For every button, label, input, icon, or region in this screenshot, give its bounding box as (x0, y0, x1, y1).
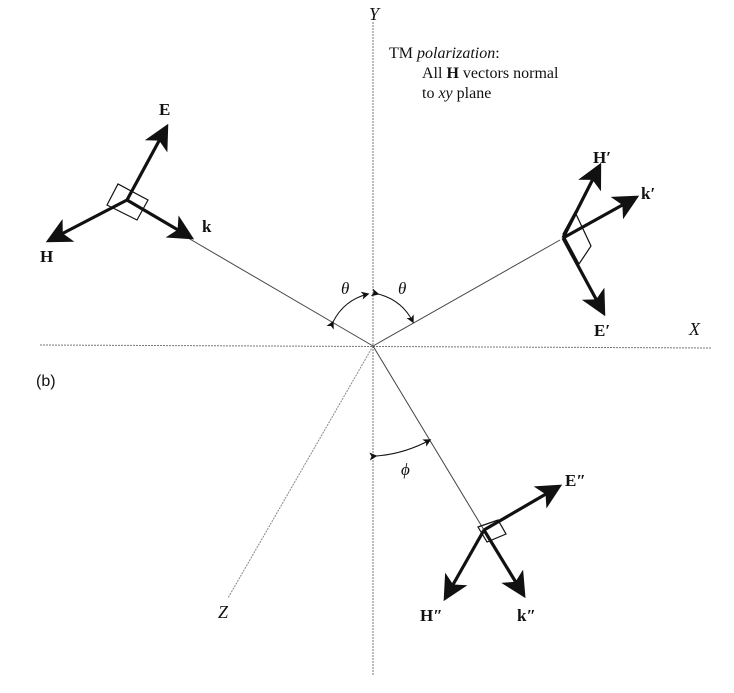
incident-k-label: k (202, 217, 212, 236)
caption-line-2-suffix: vectors normal (458, 65, 559, 82)
reflected-k-label: k′ (641, 184, 655, 203)
caption-line-2-prefix: All (422, 65, 447, 82)
transmitted-vector-group (443, 484, 563, 602)
incident-e-arrow (125, 123, 169, 201)
phi-label: ϕ (401, 460, 410, 479)
theta-right-arc (370, 288, 414, 324)
transmitted-ray-line (372, 345, 485, 531)
z-axis-line (227, 345, 374, 599)
incident-h-arrow (45, 198, 128, 243)
theta-left-label: θ (341, 279, 349, 298)
caption-line-3: to xy plane (422, 85, 491, 103)
transmitted-k-arrow (482, 529, 526, 599)
caption-line-1-italic: polarization (417, 45, 496, 62)
incident-k-arrow (126, 198, 195, 240)
theta-right-label: θ (398, 279, 406, 298)
incident-e-label: E (159, 100, 170, 119)
caption-line-1-suffix: : (495, 45, 500, 62)
transmitted-k-label: k″ (517, 606, 536, 625)
theta-left-arc (326, 291, 370, 330)
reflected-e-arrow (561, 237, 606, 317)
transmitted-plane-square (477, 519, 507, 543)
reflected-plane-square (562, 210, 592, 266)
caption-line-3-suffix: plane (452, 85, 492, 102)
x-axis-line (39, 344, 713, 349)
caption-line-3-prefix: to (422, 85, 439, 102)
incident-h-label: H (40, 247, 53, 266)
transmitted-e-label: E″ (565, 471, 586, 490)
incident-plane-square (106, 183, 149, 221)
transmitted-e-arrow (483, 484, 563, 532)
caption-line-3-italic: xy (438, 85, 453, 102)
transmitted-h-arrow (443, 529, 486, 602)
reflected-k-arrow (562, 195, 640, 240)
reflected-vector-group (561, 162, 640, 317)
caption-line-1-prefix: TM (389, 45, 417, 62)
reflected-h-label: H′ (593, 148, 611, 167)
incident-vector-group (45, 123, 195, 243)
caption-line-2-bold: H (446, 65, 459, 82)
panel-label: (b) (36, 373, 56, 390)
caption-line-2: All H vectors normal (422, 65, 558, 83)
y-axis-label: Y (369, 4, 381, 24)
phi-arc (369, 439, 432, 461)
z-axis-label: Z (218, 602, 229, 622)
x-axis-label: X (688, 319, 701, 339)
caption-line-1: TM polarization: (389, 45, 500, 63)
reflected-e-label: E′ (594, 321, 610, 340)
reflected-h-arrow (561, 162, 602, 239)
reflected-ray-line (372, 239, 561, 347)
transmitted-h-label: H″ (420, 606, 443, 625)
